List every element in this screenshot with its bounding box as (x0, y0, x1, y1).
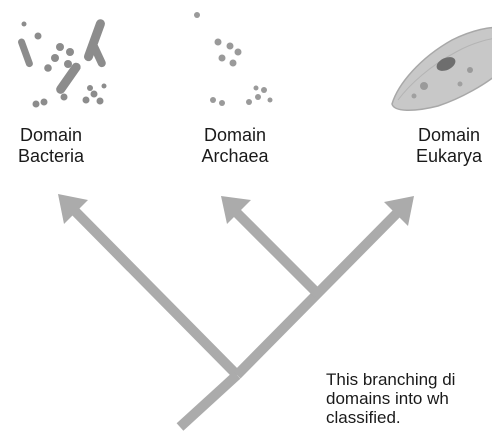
caption-line2: domains into wh (326, 389, 449, 408)
label-domain-archaea-line1: Domain (203, 125, 267, 145)
label-domain-archaea: Domain Archaea (196, 125, 274, 167)
branch-archaea (227, 203, 322, 298)
label-domain-eukarya-line1: Domain (417, 125, 481, 145)
caption-line1: This branching di (326, 370, 456, 389)
branch-bacteria (64, 200, 241, 379)
label-domain-bacteria-line2: Bacteria (17, 146, 85, 166)
label-domain-bacteria: Domain Bacteria (4, 125, 98, 167)
tree-trunk (176, 371, 241, 431)
label-domain-archaea-line2: Archaea (201, 146, 269, 166)
arrowhead-bacteria (58, 194, 88, 224)
label-domain-eukarya-line2: Eukarya (415, 146, 483, 166)
tree-branches (64, 200, 408, 431)
bacteria-cells-icon (18, 19, 107, 108)
caption-line3: classified. (326, 408, 401, 427)
archaea-cells-icon (194, 12, 273, 106)
label-domain-bacteria-line1: Domain (19, 125, 83, 145)
arrowhead-eukarya (384, 196, 414, 226)
tree-arrowheads (58, 194, 414, 226)
arrowhead-archaea (221, 196, 251, 224)
diagram-caption: This branching di domains into wh classi… (326, 370, 492, 427)
eukaryotic-cell-icon (391, 26, 492, 111)
label-domain-eukarya: Domain Eukarya (400, 125, 492, 167)
